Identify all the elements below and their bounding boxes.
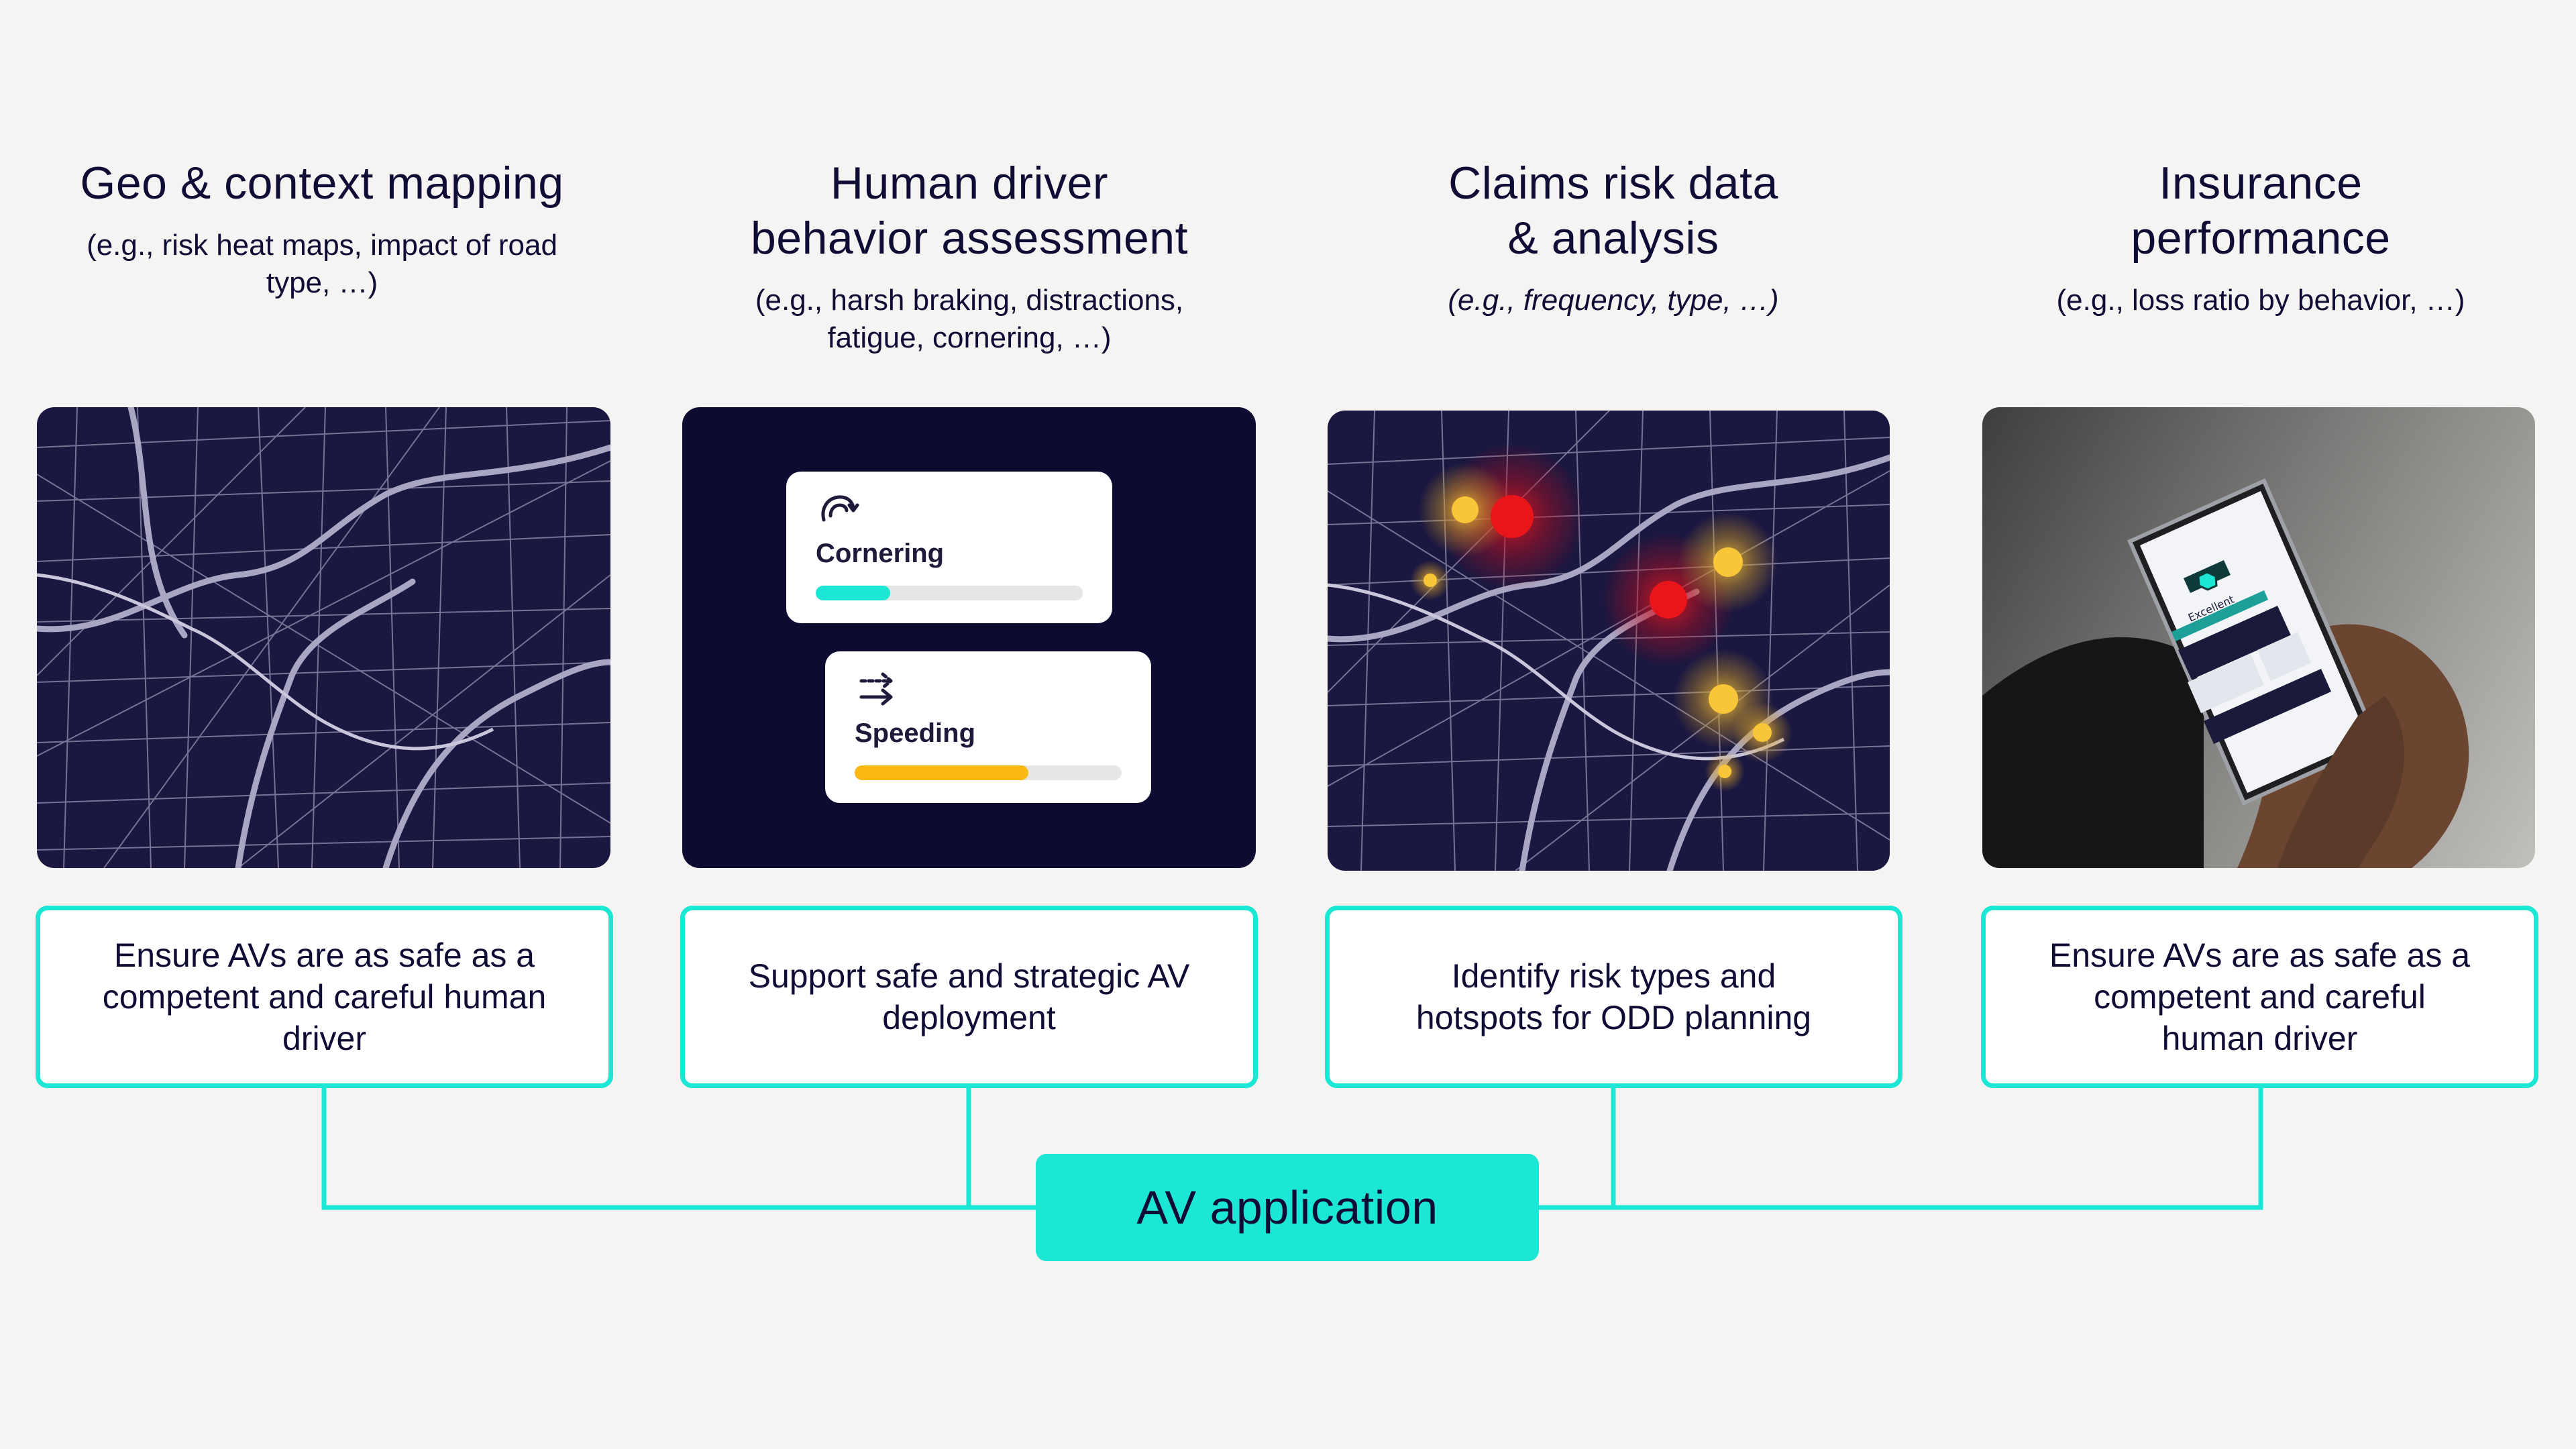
outcome-box-geo: Ensure AVs are as safe as a competent an… <box>36 906 613 1088</box>
column-heading-insurance: Insurance performance (e.g., loss ratio … <box>1966 156 2556 319</box>
behavior-title: Human driver behavior assessment <box>750 158 1189 264</box>
outcome-box-claims: Identify risk types and hotspots for ODD… <box>1325 906 1902 1088</box>
photo-scene: Excellent <box>1982 478 2469 868</box>
outcome-box-behavior: Support safe and strategic AV deployment <box>680 906 1258 1088</box>
av-application-box: AV application <box>1036 1154 1539 1261</box>
behavior-panel: Cornering Speeding <box>682 407 1256 868</box>
cornering-card: Cornering <box>786 472 1112 623</box>
claims-subtitle: (e.g., frequency, type, …) <box>1448 284 1779 317</box>
insurance-subtitle: (e.g., loss ratio by behavior, …) <box>2056 284 2465 317</box>
cornering-progress-bar <box>816 586 1083 600</box>
heat-map-graphic <box>1328 411 1890 871</box>
phone-in-hand-photo: Excellent <box>1982 407 2535 868</box>
outcome-box-insurance: Ensure AVs are as safe as a competent an… <box>1981 906 2538 1088</box>
column-heading-claims: Claims risk data & analysis (e.g., frequ… <box>1315 156 1912 319</box>
city-map-image <box>37 407 610 868</box>
speeding-progress-bar <box>855 765 1122 780</box>
cornering-label: Cornering <box>816 539 945 568</box>
progress-fill <box>855 765 1028 780</box>
insurance-title: Insurance performance <box>2131 158 2391 264</box>
geo-title: Geo & context mapping <box>80 158 564 209</box>
behavior-subtitle: (e.g., harsh braking, distractions, fati… <box>755 284 1184 354</box>
speeding-icon <box>859 672 893 706</box>
column-heading-behavior: Human driver behavior assessment (e.g., … <box>671 156 1268 357</box>
progress-fill <box>816 586 891 600</box>
geo-subtitle: (e.g., risk heat maps, impact of road ty… <box>87 229 557 299</box>
speeding-card: Speeding <box>825 651 1151 803</box>
speeding-label: Speeding <box>855 718 976 748</box>
claims-heat-map-image <box>1328 411 1890 871</box>
map-roads <box>37 407 610 868</box>
cornering-icon <box>821 495 859 522</box>
column-heading-geo: Geo & context mapping (e.g., risk heat m… <box>27 156 617 302</box>
claims-title: Claims risk data & analysis <box>1448 158 1778 264</box>
